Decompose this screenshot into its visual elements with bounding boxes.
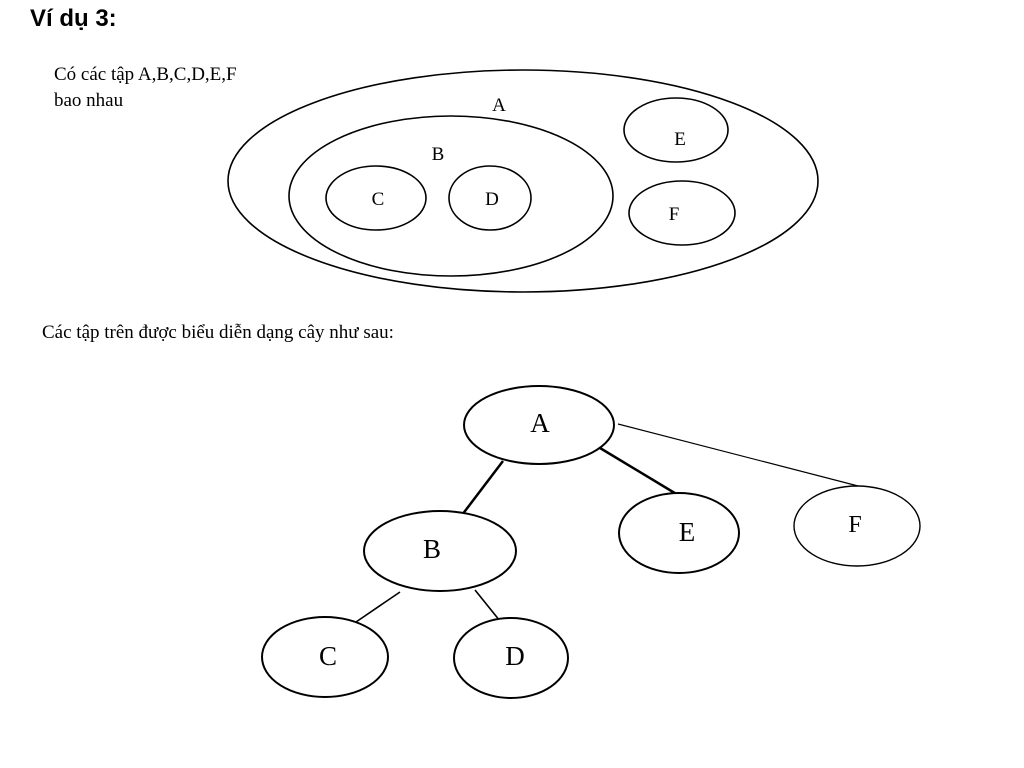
- tree-node-d: [453, 617, 569, 699]
- tree-label-d: D: [505, 641, 525, 671]
- venn-label-f: F: [669, 204, 680, 225]
- tree-label-a: A: [530, 408, 550, 438]
- tree-node-b: [363, 510, 517, 592]
- tree-label-f: F: [848, 512, 861, 538]
- tree-label-c: C: [319, 641, 337, 671]
- venn-set-e: [623, 97, 729, 163]
- tree-label-e: E: [679, 517, 696, 547]
- venn-set-b: [288, 115, 614, 277]
- tree-caption: Các tập trên được biểu diễn dạng cây như…: [42, 322, 394, 343]
- intro-text: Có các tập A,B,C,D,E,F bao nhau: [54, 62, 237, 114]
- venn-diagram: [227, 69, 819, 293]
- venn-set-a: [227, 69, 819, 293]
- edge-b-d: [474, 589, 501, 622]
- venn-label-b: B: [432, 144, 445, 165]
- tree-nodes: [261, 385, 921, 699]
- venn-label-e: E: [674, 129, 686, 150]
- venn-label-a: A: [492, 95, 506, 116]
- tree-node-f: [793, 485, 921, 567]
- venn-label-d: D: [485, 189, 499, 210]
- tree-node-e: [618, 492, 740, 574]
- edge-b-c: [355, 591, 401, 623]
- slide-title: Ví dụ 3:: [30, 5, 117, 32]
- venn-set-f: [628, 180, 736, 246]
- intro-line-2: bao nhau: [54, 90, 124, 111]
- venn-label-c: C: [372, 189, 385, 210]
- edge-a-b: [461, 460, 504, 516]
- tree-node-a: [463, 385, 615, 465]
- edge-a-f: [617, 423, 863, 488]
- edge-a-e: [599, 446, 679, 497]
- venn-set-d: [448, 165, 532, 231]
- venn-set-c: [325, 165, 427, 231]
- tree-node-c: [261, 616, 389, 698]
- tree-label-b: B: [423, 534, 441, 564]
- tree-edges: [355, 423, 863, 623]
- intro-line-1: Có các tập A,B,C,D,E,F: [54, 64, 237, 85]
